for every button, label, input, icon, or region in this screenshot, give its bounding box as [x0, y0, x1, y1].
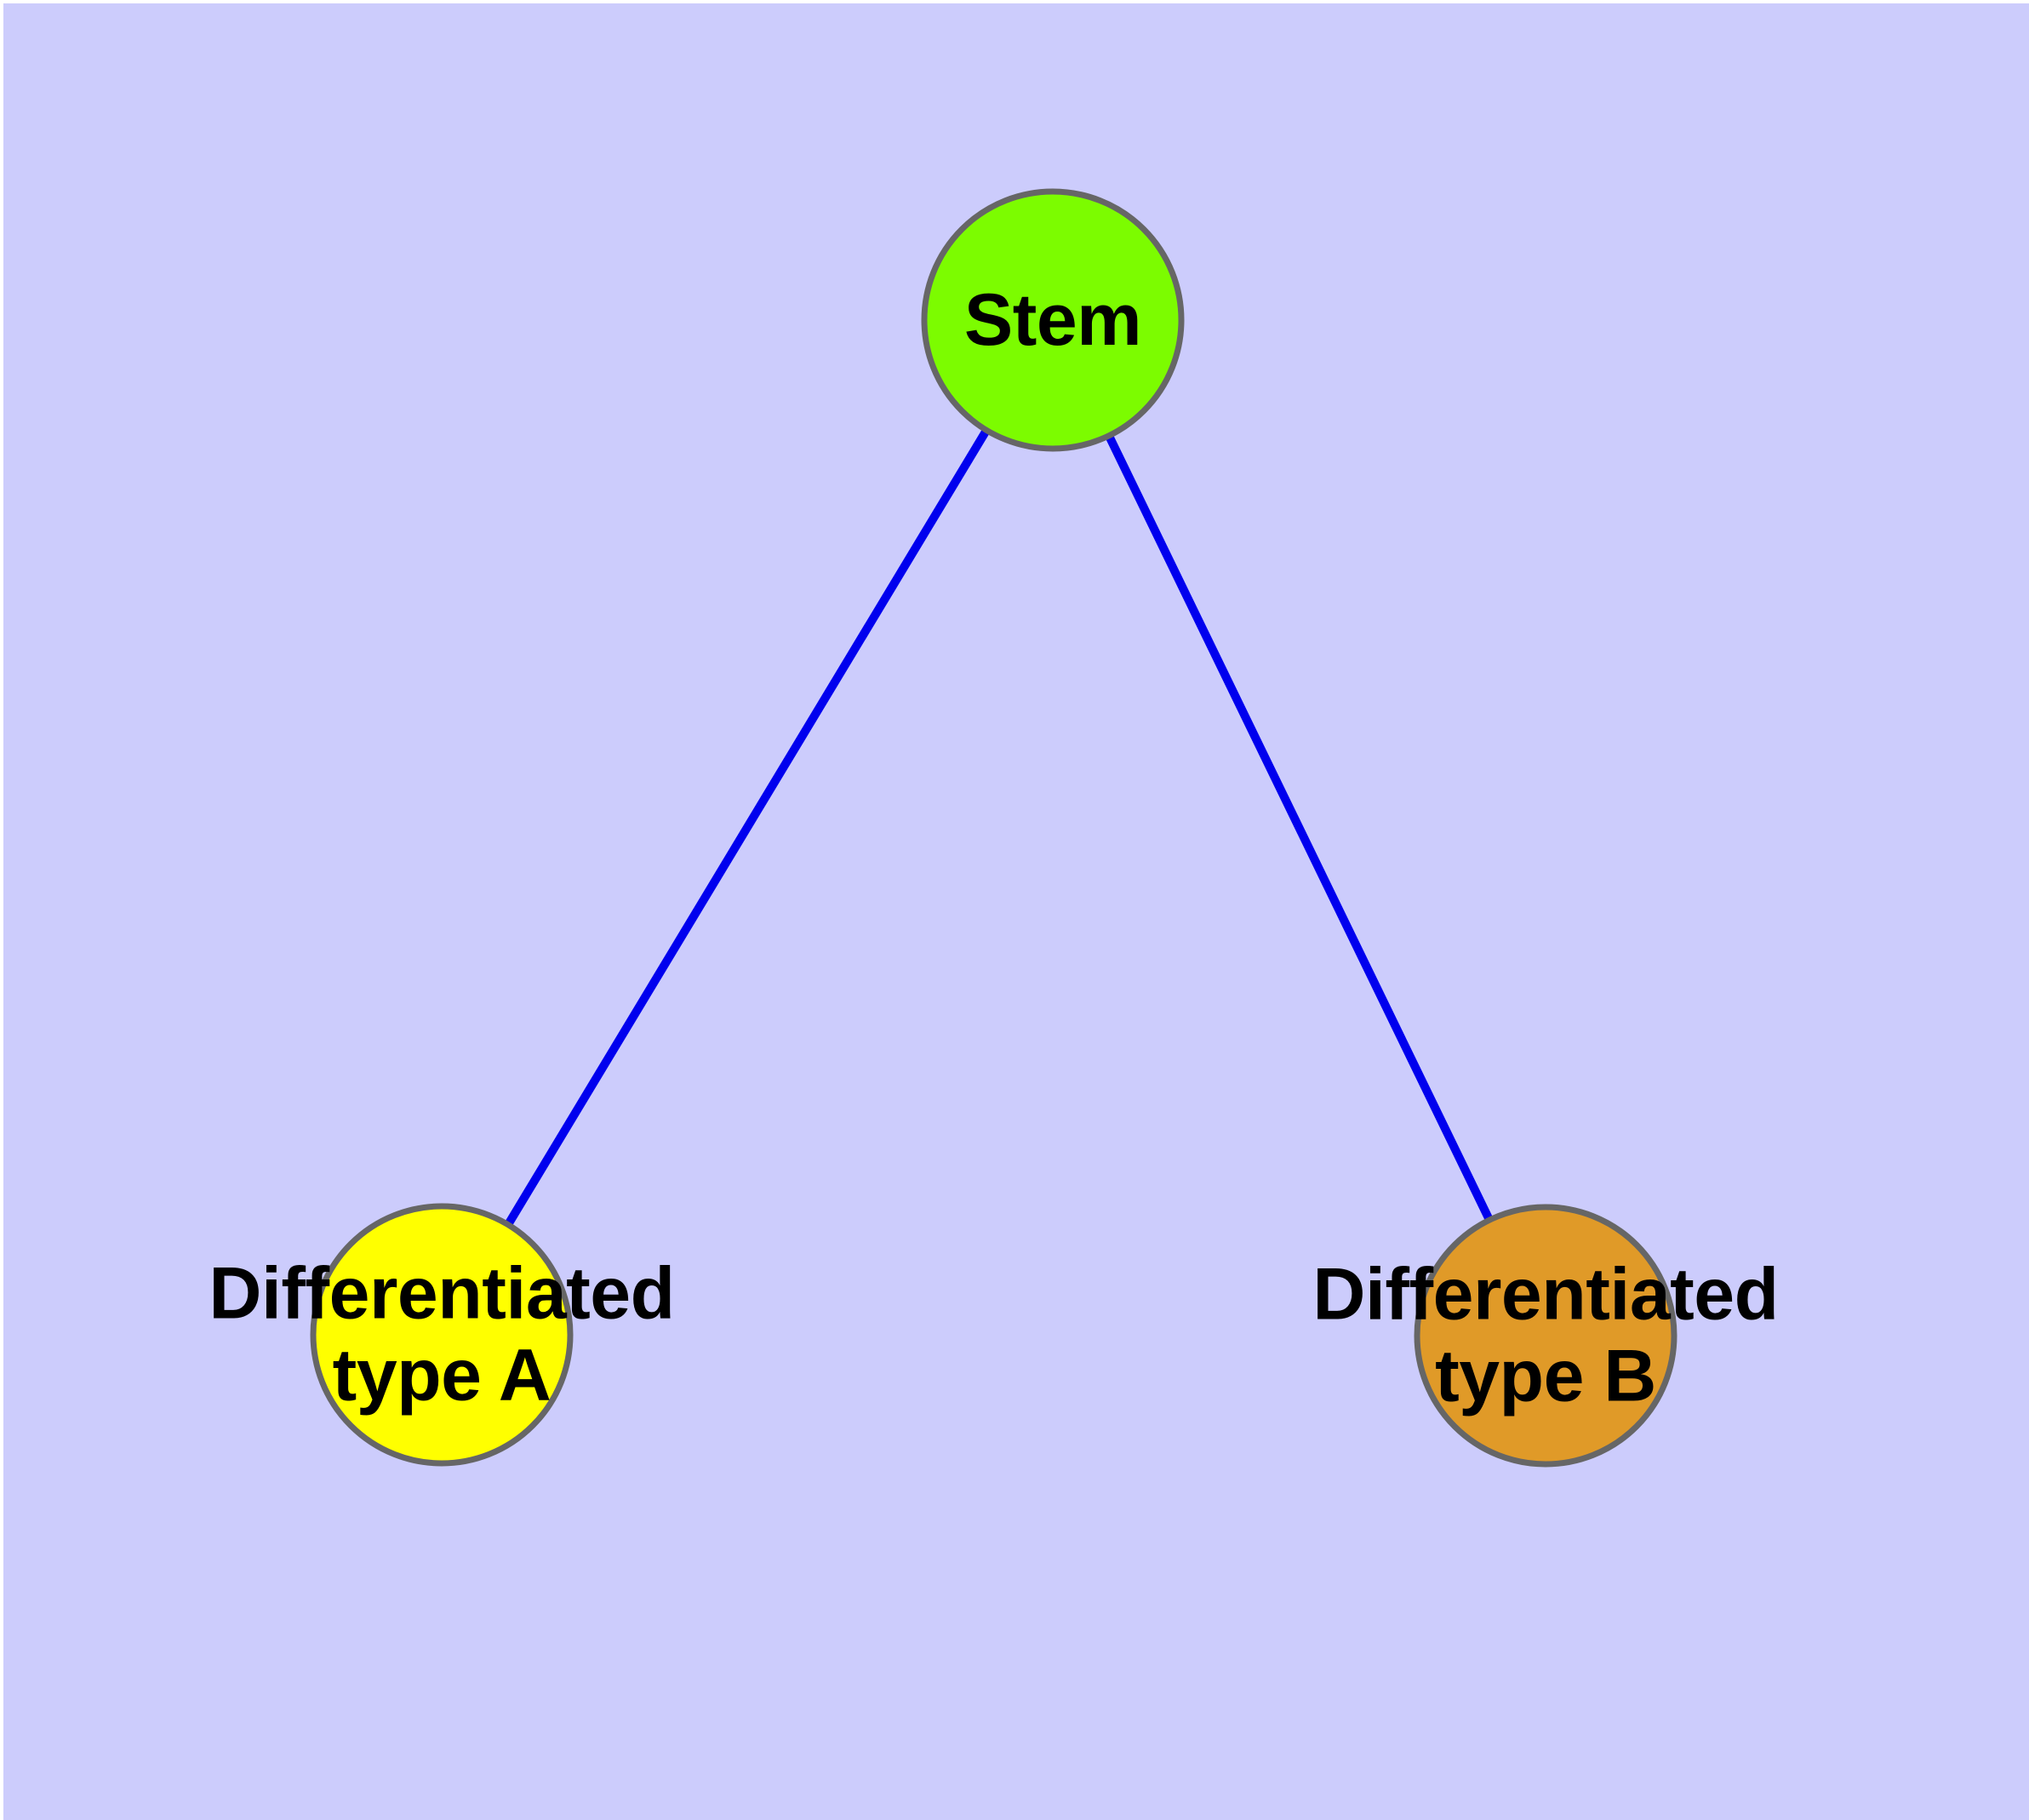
edges-layer	[504, 427, 1494, 1228]
graph-node-diff_a[interactable]	[310, 1203, 574, 1467]
graph-node-stem[interactable]	[921, 188, 1185, 452]
graph-edge-stem-to-diff_b[interactable]	[1105, 433, 1494, 1222]
graph-edge-stem-to-diff_a[interactable]	[504, 427, 991, 1228]
graph-node-diff_b[interactable]	[1414, 1204, 1677, 1468]
nodes-layer	[310, 188, 1677, 1468]
